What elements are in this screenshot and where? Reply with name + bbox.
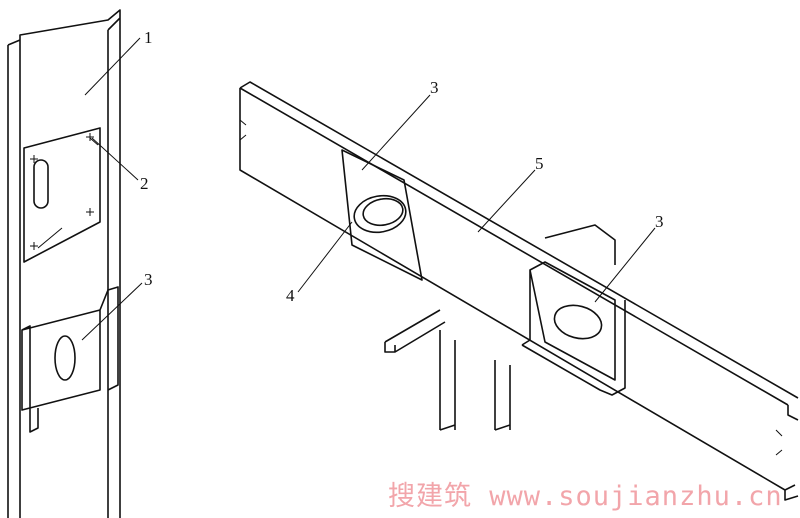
- support-column: [439, 224, 616, 431]
- connection-plate-4: [341, 149, 423, 281]
- label-4: 4: [286, 286, 295, 305]
- vertical-column: [7, 9, 121, 518]
- label-3-plate: 3: [430, 78, 439, 97]
- clip-angle-3-left: [21, 286, 119, 433]
- label-5: 5: [535, 154, 544, 173]
- cross-purlin: [384, 309, 446, 353]
- label-1: 1: [144, 28, 153, 47]
- watermark: 搜建筑 www.soujianzhu.cn: [388, 481, 783, 512]
- label-3-left: 3: [144, 270, 153, 289]
- label-2: 2: [140, 174, 149, 193]
- leader-lines: [81, 37, 656, 341]
- label-3-right: 3: [655, 212, 664, 231]
- beam-5: [239, 81, 799, 501]
- bolt-mark: [30, 133, 94, 250]
- connection-plate-2: [23, 127, 101, 263]
- clip-angle-3-right: [521, 261, 626, 396]
